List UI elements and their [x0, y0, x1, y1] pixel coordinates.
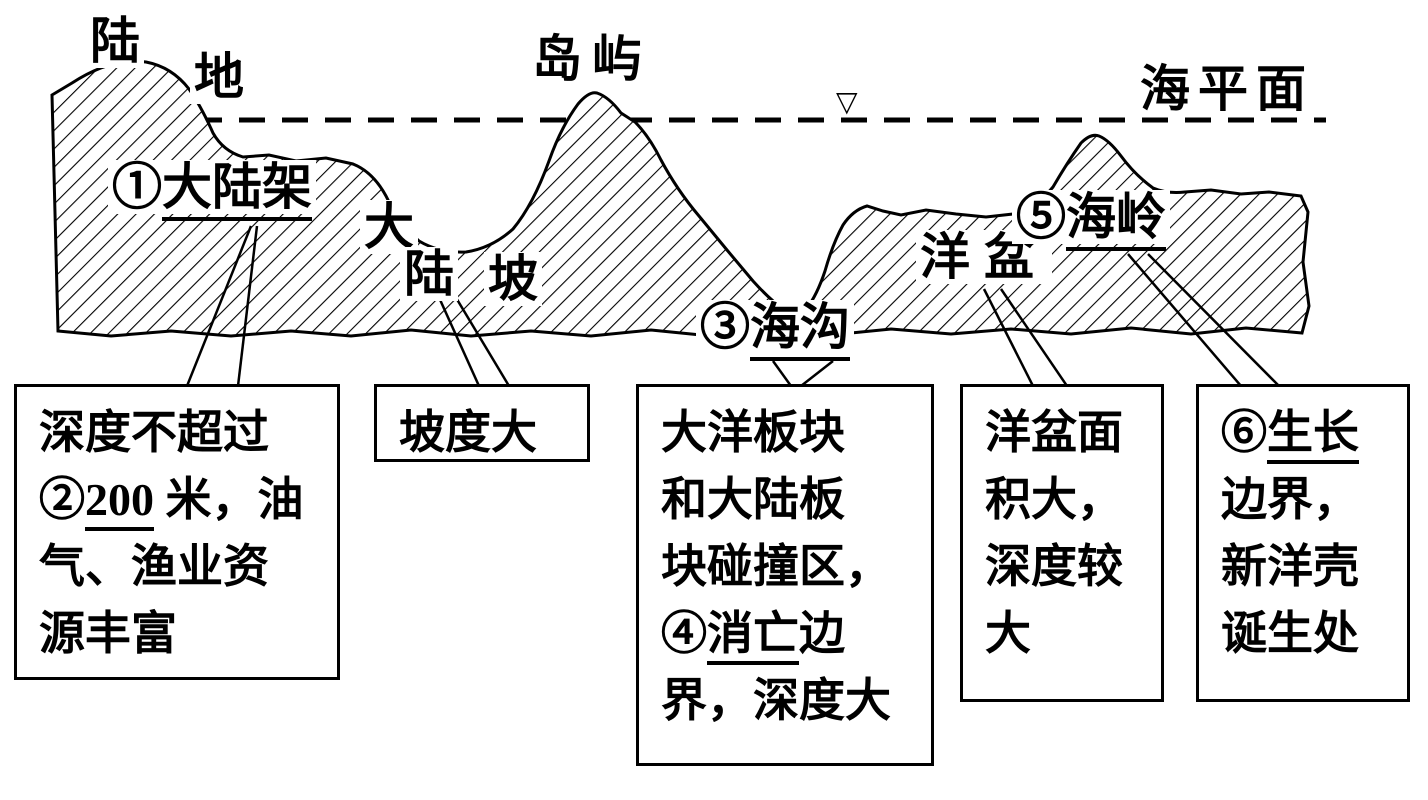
leader-line-shelf-right [236, 225, 259, 387]
info-line-segment: 边 [799, 608, 845, 659]
label-ridge: ⑤海岭 [1012, 189, 1170, 251]
info-line: 和大陆板 [661, 474, 845, 525]
info-line: 坡度大 [399, 407, 537, 458]
info-line-segment: ⑥ [1221, 407, 1267, 458]
info-line: 深度不超过 [39, 407, 269, 458]
info-line: 边界， [1221, 474, 1359, 525]
info-line-segment: ② [39, 474, 85, 525]
info-line: ②200 米，油 [39, 466, 321, 533]
info-line: 源丰富 [39, 608, 177, 659]
label-trench-name: 海沟 [750, 299, 850, 361]
info-box-trench: 大洋板块 和大陆板 块碰撞区， ④消亡边 界，深度大 [636, 384, 934, 766]
info-line: 气、渔业资 [39, 541, 269, 592]
info-box-continental-shelf: 深度不超过 ②200 米，油 气、渔业资 源丰富 [14, 384, 340, 680]
label-continental-slope-char3: 坡 [484, 252, 542, 306]
leader-line-trench-left [771, 360, 793, 387]
info-line-underlined: 生长 [1267, 407, 1359, 464]
leader-line-slope-left [435, 292, 481, 387]
info-line: 深度较 [985, 541, 1123, 592]
label-land-char1: 陆 [86, 14, 144, 68]
leader-line-trench-right [800, 360, 834, 387]
info-line: ④消亡边 [661, 600, 915, 667]
info-line-underlined: 200 [85, 474, 154, 531]
label-ridge-name: 海岭 [1066, 189, 1166, 251]
leader-lines [185, 225, 1280, 387]
label-continental-slope-char2: 陆 [400, 247, 458, 301]
info-box-ridge: ⑥生长 边界， 新洋壳 诞生处 [1196, 384, 1410, 702]
leader-line-slope-right [453, 295, 511, 387]
info-line: 大洋板块 [661, 407, 845, 458]
leader-line-basin-left [982, 288, 1035, 387]
info-line: 大 [985, 608, 1031, 659]
info-line: 新洋壳 [1221, 541, 1359, 592]
info-line: 块碰撞区， [661, 541, 891, 592]
info-line: 界，深度大 [661, 675, 891, 726]
label-continental-shelf-name: 大陆架 [162, 159, 312, 221]
info-line-segment: ④ [661, 608, 707, 659]
label-island: 岛屿 [528, 32, 656, 86]
leader-line-ridge-left [1127, 253, 1242, 387]
leader-line-basin-right [999, 288, 1069, 387]
label-continental-slope-char1: 大 [360, 200, 418, 254]
label-ridge-num: ⑤ [1016, 189, 1066, 245]
info-line: 诞生处 [1221, 608, 1359, 659]
info-box-slope: 坡度大 [374, 384, 590, 462]
label-continental-shelf-num: ① [112, 159, 162, 215]
leader-line-shelf-left [185, 225, 253, 387]
label-land-char2: 地 [190, 50, 248, 104]
label-trench: ③海沟 [696, 299, 854, 361]
leader-line-ridge-right [1147, 253, 1280, 387]
info-line-underlined: 消亡 [707, 608, 799, 665]
sea-level-marker-icon: ▽ [836, 87, 858, 118]
label-trench-num: ③ [700, 299, 750, 355]
info-box-basin: 洋盆面 积大， 深度较 大 [960, 384, 1164, 702]
info-line: 积大， [985, 474, 1123, 525]
label-ocean-basin: 洋盆 [916, 230, 1052, 284]
label-sea-level: 海平面 [1136, 62, 1318, 116]
label-continental-shelf: ①大陆架 [108, 159, 316, 221]
info-line: 洋盆面 [985, 407, 1123, 458]
info-line-segment: 米，油 [154, 474, 304, 525]
info-line: ⑥生长 [1221, 399, 1391, 466]
